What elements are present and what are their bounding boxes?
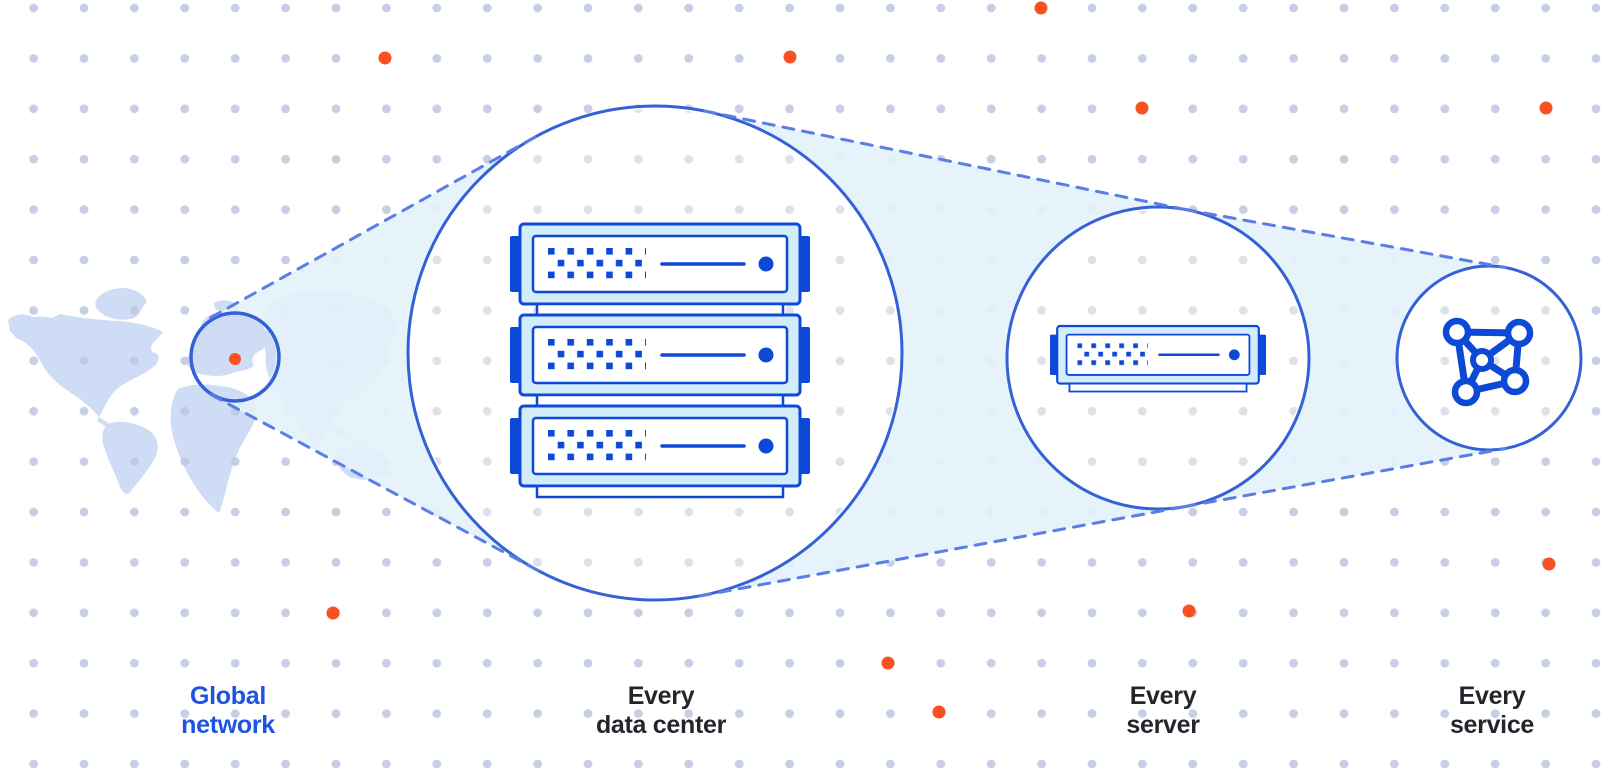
server-rack-icon xyxy=(508,222,812,499)
label-line: Global xyxy=(190,682,266,710)
label-line: Every xyxy=(627,682,695,710)
dashed-beam-edges xyxy=(209,109,1507,598)
server-icon xyxy=(1048,324,1268,393)
label-every-service: Every service xyxy=(1450,682,1534,740)
label-line: Every xyxy=(1458,682,1526,710)
label-line: network xyxy=(181,711,275,739)
label-global-network: Global network xyxy=(181,682,275,740)
label-line: Every xyxy=(1129,682,1197,710)
map-location-dot xyxy=(229,353,241,365)
label-every-data-center: Every data center xyxy=(596,682,726,740)
map-highlight-circle xyxy=(189,311,281,403)
mesh-network-icon xyxy=(1442,317,1534,407)
label-line: server xyxy=(1126,711,1200,739)
label-every-server: Every server xyxy=(1126,682,1200,740)
label-line: data center xyxy=(595,711,727,739)
orange-accent-dots xyxy=(229,1,1556,719)
label-line: service xyxy=(1449,711,1535,739)
